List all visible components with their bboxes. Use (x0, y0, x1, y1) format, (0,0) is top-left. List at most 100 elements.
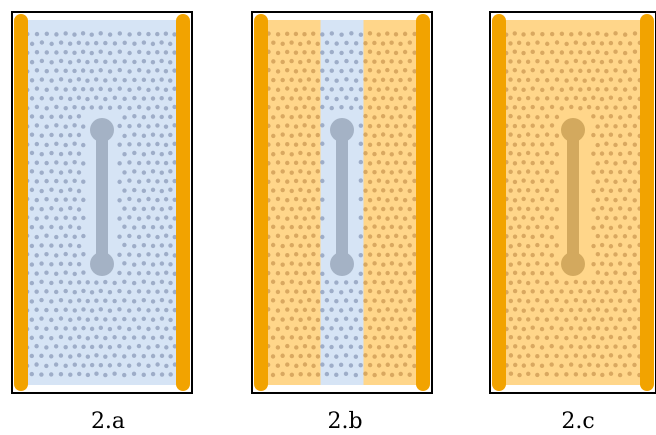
particle-dot (44, 68, 49, 74)
particle-dot (512, 86, 518, 91)
particle-dot (311, 68, 316, 74)
particle-dot (131, 371, 137, 377)
particle-dot (53, 344, 59, 349)
particle-dot (554, 40, 560, 45)
particle-dot (117, 86, 122, 91)
particle-dot (39, 334, 44, 340)
particle-dot (293, 142, 299, 147)
particle-dot (315, 280, 321, 286)
particle-dot (549, 104, 555, 110)
particle-dot (76, 170, 82, 175)
particle-dot (398, 353, 403, 358)
particle-dot (168, 150, 173, 156)
particle-dot (622, 290, 628, 295)
particle-dot (76, 225, 82, 231)
particle-dot (76, 40, 82, 46)
particle-dot (72, 68, 77, 74)
particle-dot (289, 372, 295, 377)
particle-dot (58, 170, 64, 175)
particle-dot (564, 372, 569, 377)
particle-dot (117, 270, 122, 276)
particle-dot (595, 252, 601, 257)
particle-dot (578, 31, 583, 36)
particle-dot (320, 326, 325, 331)
particle-dot (107, 345, 113, 350)
particle-dot (530, 198, 535, 203)
particle-dot (324, 371, 330, 377)
particle-dot (613, 161, 618, 166)
particle-dot (393, 178, 399, 183)
particle-dot (517, 170, 522, 175)
particle-dot (367, 31, 373, 36)
particle-dot (348, 363, 354, 368)
particle-dot (311, 363, 316, 369)
particle-dot (76, 151, 82, 156)
particle-dot (320, 50, 325, 55)
particle-dot (549, 307, 554, 312)
particle-dot (393, 87, 399, 93)
particle-dot (63, 251, 68, 257)
particle-dot (372, 133, 377, 139)
particle-dot (81, 161, 86, 166)
particle-dot (412, 289, 417, 294)
particle-dot (402, 307, 408, 312)
particle-dot (591, 207, 596, 212)
particle-dot (298, 169, 303, 174)
particle-dot (339, 32, 344, 37)
particle-dot (127, 289, 132, 295)
particle-dot (72, 197, 77, 202)
particle-dot (68, 169, 73, 174)
particle-dot (329, 326, 334, 331)
particle-dot (146, 50, 151, 55)
particle-dot (76, 77, 82, 82)
particle-dot (512, 123, 518, 129)
particle-dot (608, 262, 614, 267)
particle-dot (554, 77, 560, 82)
particle-dot (63, 49, 68, 55)
particle-dot (67, 133, 73, 138)
particle-dot (367, 307, 373, 312)
particle-dot (393, 215, 399, 220)
particle-dot (595, 87, 600, 92)
particle-dot (398, 114, 403, 119)
particle-dot (315, 150, 320, 156)
particle-dot (126, 345, 132, 350)
particle-dot (315, 78, 320, 83)
particle-dot (358, 50, 364, 56)
particle-dot (549, 179, 555, 184)
particle-dot (172, 289, 178, 295)
particle-dot (29, 353, 34, 359)
particle-dot (44, 307, 49, 313)
particle-dot (94, 95, 99, 100)
particle-dot (385, 325, 390, 330)
particle-dot (512, 252, 518, 257)
particle-dot (407, 58, 413, 64)
particle-dot (608, 188, 614, 194)
particle-dot (34, 197, 39, 203)
particle-dot (568, 362, 574, 367)
particle-dot (599, 78, 605, 83)
particle-dot (280, 132, 285, 137)
particle-dot (34, 307, 39, 312)
particle-dot (159, 225, 165, 230)
particle-dot (568, 325, 574, 331)
particle-dot (539, 345, 545, 350)
particle-dot (315, 317, 321, 323)
particle-dot (358, 141, 364, 147)
particle-dot (315, 299, 321, 304)
particle-dot (146, 106, 151, 111)
particle-dot (72, 50, 77, 56)
particle-dot (407, 152, 412, 157)
particle-dot (89, 105, 95, 110)
particle-dot (540, 50, 545, 56)
particle-dot (348, 307, 354, 312)
particle-dot (172, 104, 177, 110)
particle-dot (132, 41, 137, 46)
particle-dot (306, 243, 312, 248)
particle-dot (54, 234, 59, 240)
particle-dot (80, 49, 86, 55)
particle-dot (29, 335, 35, 341)
particle-dot (53, 307, 59, 313)
particle-dot (155, 271, 160, 276)
particle-dot (63, 307, 68, 312)
